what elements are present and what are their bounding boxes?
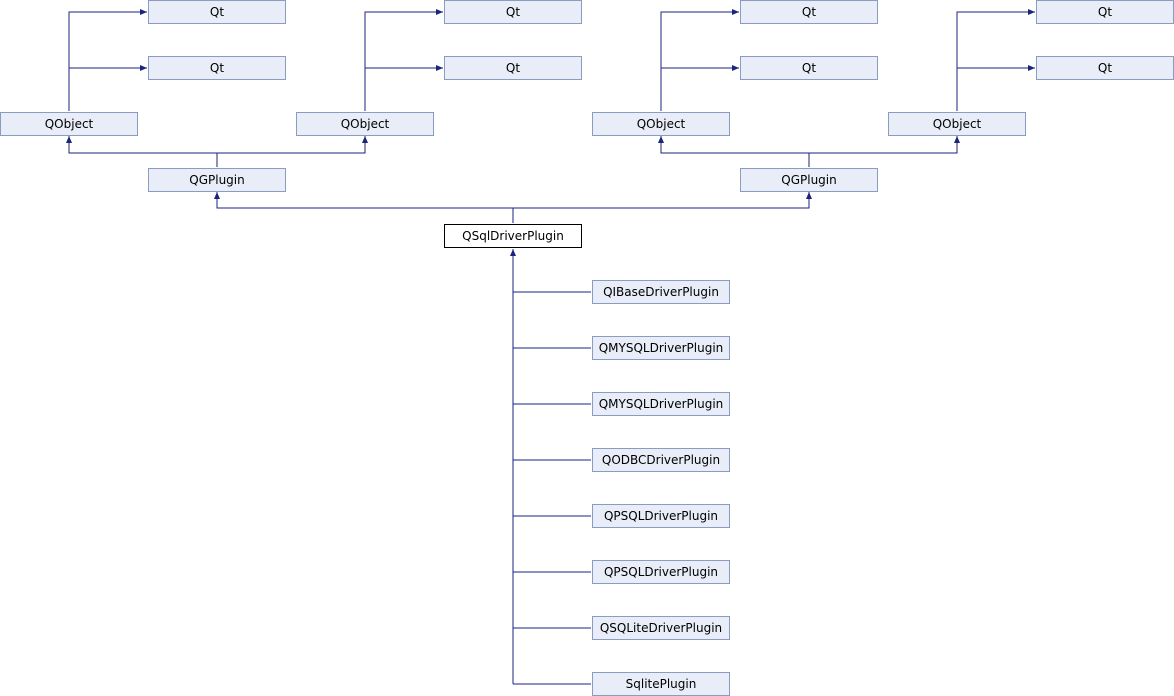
edge-qobject2-to-qt	[364, 9, 443, 111]
class-node-qobject[interactable]: QObject	[592, 112, 730, 136]
class-node-qt[interactable]: Qt	[148, 56, 286, 80]
class-node-qmysqldriverplugin[interactable]: QMYSQLDriverPlugin	[592, 336, 730, 360]
edge-qgplugin1-to-qobject	[66, 136, 218, 167]
class-node-sqliteplugin[interactable]: SqlitePlugin	[592, 672, 730, 696]
class-node-qt[interactable]: Qt	[1036, 0, 1174, 24]
edge-qsqldriverplugin-to-qgplugin	[513, 192, 812, 209]
edge-qobject1-to-qt	[68, 9, 147, 111]
class-node-qt[interactable]: Qt	[444, 0, 582, 24]
class-node-qsqldriverplugin-current: QSqlDriverPlugin	[444, 224, 582, 248]
edge-qsqldriverplugin-to-qgplugin	[214, 192, 514, 223]
edge-qobject4-to-qt	[956, 9, 1035, 111]
edge-qobject3-to-qt	[660, 9, 739, 111]
class-node-qt[interactable]: Qt	[444, 56, 582, 80]
class-node-qt[interactable]: Qt	[740, 0, 878, 24]
class-node-qt[interactable]: Qt	[740, 56, 878, 80]
class-node-qt[interactable]: Qt	[148, 0, 286, 24]
class-node-qgplugin[interactable]: QGPlugin	[148, 168, 286, 192]
class-node-qgplugin[interactable]: QGPlugin	[740, 168, 878, 192]
edge-qgplugin2-to-qobject	[658, 136, 810, 167]
class-node-qmysqldriverplugin[interactable]: QMYSQLDriverPlugin	[592, 392, 730, 416]
class-node-qpsqldriverplugin[interactable]: QPSQLDriverPlugin	[592, 560, 730, 584]
class-node-qsqlitedriverplugin[interactable]: QSQLiteDriverPlugin	[592, 616, 730, 640]
class-node-qpsqldriverplugin[interactable]: QPSQLDriverPlugin	[592, 504, 730, 528]
edge-qgplugin2-to-qobject	[809, 136, 960, 154]
class-node-qobject[interactable]: QObject	[888, 112, 1026, 136]
class-node-qt[interactable]: Qt	[1036, 56, 1174, 80]
class-node-qodbcdriverplugin[interactable]: QODBCDriverPlugin	[592, 448, 730, 472]
class-node-qibasedriverplugin[interactable]: QIBaseDriverPlugin	[592, 280, 730, 304]
edge-qgplugin1-to-qobject	[217, 136, 368, 154]
class-node-qobject[interactable]: QObject	[0, 112, 138, 136]
class-node-qobject[interactable]: QObject	[296, 112, 434, 136]
